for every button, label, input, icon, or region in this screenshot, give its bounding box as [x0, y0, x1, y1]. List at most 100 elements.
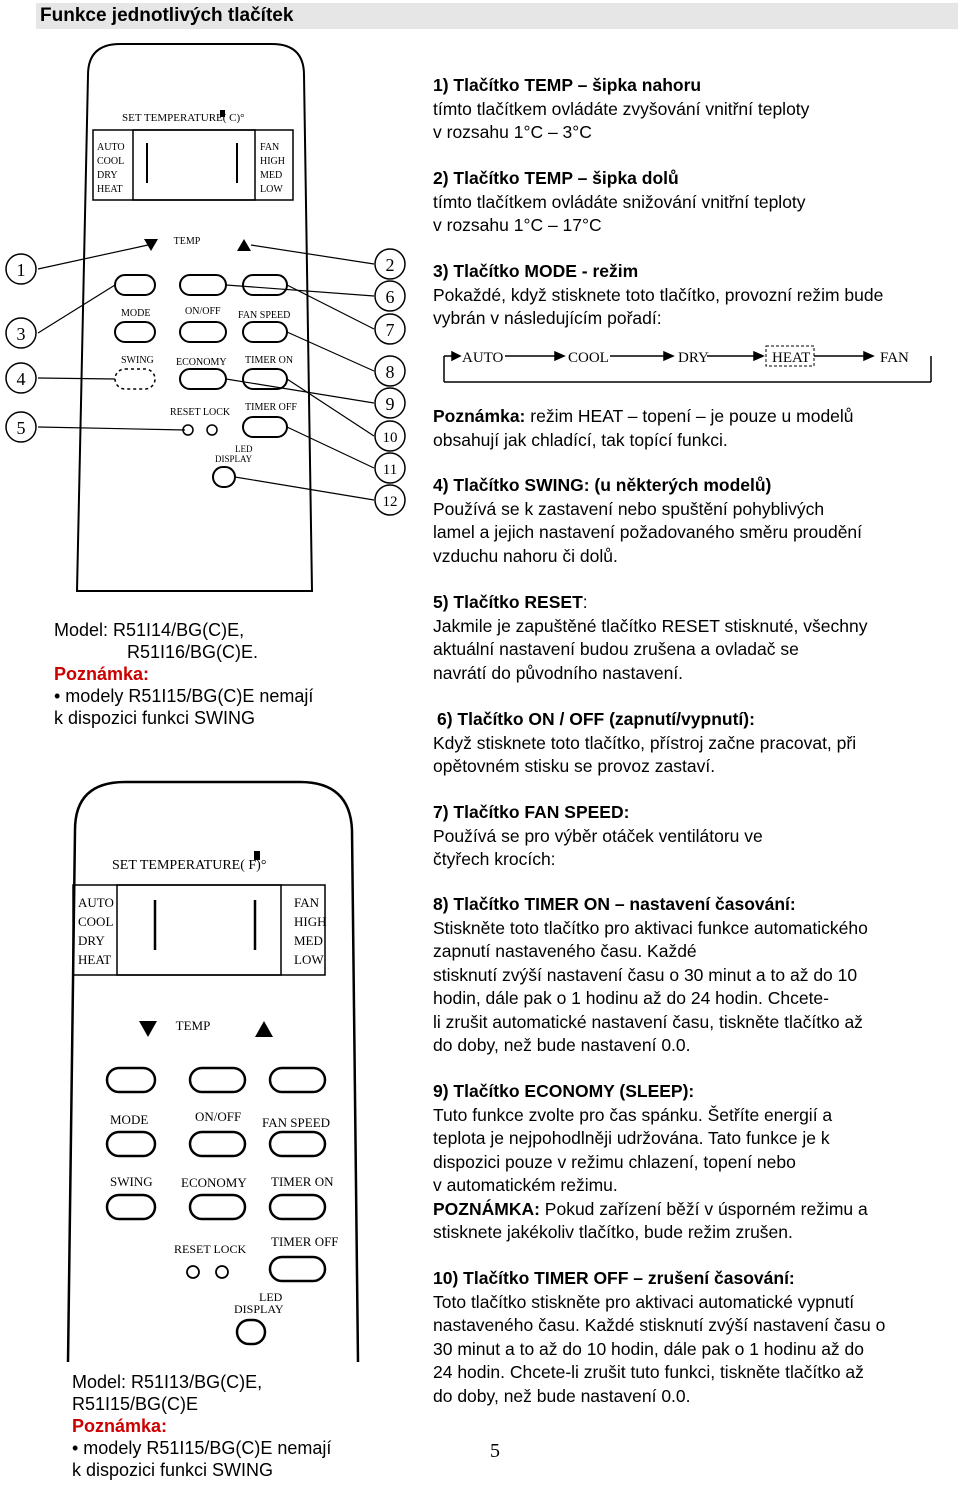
r2-timer-on-button[interactable] — [268, 1193, 327, 1221]
r2-temp-down-icon[interactable] — [139, 1021, 157, 1037]
r2-reset-button[interactable] — [186, 1265, 200, 1279]
page-header: Funkce jednotlivých tlačítek — [36, 3, 958, 29]
callout-10: 10 — [383, 430, 398, 446]
r2-fan-med: MED — [294, 933, 323, 948]
r2-lock-button[interactable] — [215, 1265, 229, 1279]
s2-line1: tímto tlačítkem ovládáte snižování vnitř… — [433, 191, 806, 212]
s2-title: 2) Tlačítko TEMP – šipka dolů — [433, 168, 679, 188]
r1-temp-up-icon[interactable] — [237, 239, 251, 251]
r1-timer-on-label: TIMER ON — [245, 355, 293, 366]
r1-fan-speed-button[interactable] — [242, 274, 288, 296]
model-note-2: Model: R51I13/BG(C)E, R51I15/BG(C)E Pozn… — [72, 1371, 331, 1481]
r1-onoff-button[interactable] — [179, 274, 227, 296]
callout-circle-6 — [374, 280, 406, 312]
section-6: 6) Tlačítko ON / OFF (zapnutí/vypnutí): … — [433, 708, 958, 779]
seq-fan: FAN — [880, 350, 909, 366]
r1-fan: FAN — [260, 142, 279, 153]
r2-fan-high: HIGH — [294, 914, 327, 929]
s10-line3: 30 minut a to až do 10 hodin, dále pak o… — [433, 1338, 865, 1359]
callout-9: 9 — [386, 394, 395, 414]
r1-set-temperature: SET TEMPERATURE( C)° — [122, 112, 245, 124]
callout-3: 3 — [17, 324, 26, 344]
r2-display-label: DISPLAY — [234, 1302, 284, 1316]
model2-note-label: Poznámka: — [72, 1416, 168, 1436]
s8-line6: do doby, než bude nastavení 0.0. — [433, 1035, 691, 1055]
r1-lock-button[interactable] — [206, 424, 218, 436]
s1-line2: v rozsahu 1°C – 3°C — [433, 122, 592, 142]
r2-mode-button[interactable] — [105, 1066, 157, 1094]
s4-line1: Používá se k zastavení nebo spuštění poh… — [433, 498, 825, 519]
r2-reset-lock-label: RESET LOCK — [174, 1242, 246, 1256]
r1-mode-label: MODE — [121, 308, 150, 319]
r2-led-display-button[interactable] — [235, 1318, 267, 1346]
s10-title: 10) Tlačítko TIMER OFF – zrušení časován… — [433, 1268, 795, 1288]
r1-led-label: LED — [235, 444, 253, 454]
r1-swing-button[interactable] — [114, 368, 156, 390]
callout-circle-3 — [5, 317, 37, 349]
r1-timer-on-button[interactable] — [242, 368, 288, 390]
callout-circle-11 — [374, 452, 406, 484]
note3-line2: obsahují jak chladící, tak topící funkci… — [433, 429, 728, 450]
section-7: 7) Tlačítko FAN SPEED: Používá se pro vý… — [433, 801, 958, 872]
model2-bullet1: • modely R51I15/BG(C)E nemají — [72, 1438, 332, 1458]
callout-7: 7 — [386, 320, 395, 340]
r2-timer-on-label: TIMER ON — [271, 1174, 334, 1189]
r1-temp-down-icon[interactable] — [144, 239, 158, 251]
r1-mode-button[interactable] — [114, 274, 156, 296]
r2-fan-speed-label: FAN SPEED — [262, 1115, 330, 1130]
r2-economy-button[interactable] — [188, 1193, 247, 1221]
section-2: 2) Tlačítko TEMP – šipka dolů tímto tlač… — [433, 167, 958, 238]
r2-swing-button[interactable] — [105, 1193, 157, 1221]
s1-title: 1) Tlačítko TEMP – šipka nahoru — [433, 75, 702, 95]
remote-2: SET TEMPERATURE( F)° AUTO COOL DRY HEAT … — [66, 780, 360, 1363]
callout-1: 1 — [17, 260, 26, 280]
model1-line1: Model: R51I14/BG(C)E, — [54, 620, 245, 640]
callout-circle-12 — [374, 484, 406, 516]
r1-swing-label: SWING — [121, 355, 154, 366]
s3-title: 3) Tlačítko MODE - režim — [433, 261, 639, 281]
r1-display-label: DISPLAY — [215, 454, 253, 464]
callout-2: 2 — [386, 255, 395, 275]
s9-line6: stisknete jakékoliv tlačítko, bude režim… — [433, 1222, 793, 1242]
section-3-note: Poznámka: režim HEAT – topení – je pouze… — [433, 405, 958, 452]
callout-4: 4 — [17, 369, 26, 389]
model2-bullet2: k dispozici funkci SWING — [72, 1460, 274, 1480]
s1-line1: tímto tlačítkem ovládáte zvyšování vnitř… — [433, 98, 810, 119]
r2-onoff-button[interactable] — [188, 1066, 247, 1094]
model-note-1: Model: R51I14/BG(C)E, R51I16/BG(C)E. Poz… — [54, 619, 313, 729]
s9-line2: teplota je nejpohodlněji udržována. Tato… — [433, 1128, 830, 1148]
callout-circle-4 — [5, 362, 37, 394]
r2-mode-cool: COOL — [78, 914, 113, 929]
model1-note-label: Poznámka: — [54, 664, 150, 684]
r1-economy-button[interactable] — [179, 368, 227, 390]
section-10: 10) Tlačítko TIMER OFF – zrušení časován… — [433, 1267, 958, 1408]
r1-led-display-button[interactable] — [212, 466, 236, 488]
callout-circle-10 — [374, 420, 406, 452]
s6-line2: opětovném stisku se provoz zastaví. — [433, 756, 716, 776]
r1-timer-off-label: TIMER OFF — [245, 402, 297, 413]
model2-line2: R51I15/BG(C)E — [72, 1394, 199, 1414]
seq-heat: HEAT — [772, 350, 810, 366]
r2-temp-up-icon[interactable] — [255, 1021, 273, 1037]
r2-fan-speed-button[interactable] — [268, 1066, 327, 1094]
r2-timer-off-button[interactable] — [268, 1255, 327, 1283]
s10-line4: 24 hodin. Chcete-li zrušit tuto funkci, … — [433, 1362, 864, 1382]
callout-11: 11 — [383, 462, 397, 478]
s9-note-label: POZNÁMKA: — [433, 1198, 540, 1219]
s8-line3: stisknutí zvýší nastavení času o 30 minu… — [433, 964, 858, 985]
s5-line3: navrátí do původního nastavení. — [433, 662, 684, 683]
s5-title: 5) Tlačítko RESET — [433, 592, 583, 612]
s8-line5: li zrušit automatické nastavení času, ti… — [433, 1011, 863, 1032]
note3-line1: režim HEAT – topení – je pouze u modelů — [525, 406, 854, 426]
r1-timer-off-button[interactable] — [242, 416, 288, 438]
s5-line1: Jakmile je zapuštěné tlačítko RESET stis… — [433, 615, 868, 636]
s10-line1: Toto tlačítko stiskněte pro aktivaci aut… — [433, 1291, 855, 1312]
r1-onoff-label: ON/OFF — [185, 306, 221, 317]
model1-bullet2: k dispozici funkci SWING — [54, 708, 256, 728]
r2-mode-label: MODE — [110, 1112, 148, 1127]
section-5: 5) Tlačítko RESET: Jakmile je zapuštěné … — [433, 591, 958, 685]
seq-cool: COOL — [568, 350, 609, 366]
remote-1: SET TEMPERATURE( C)° AUTO COOL DRY HEAT … — [5, 43, 406, 592]
r2-set-temperature: SET TEMPERATURE( F)° — [112, 858, 266, 873]
